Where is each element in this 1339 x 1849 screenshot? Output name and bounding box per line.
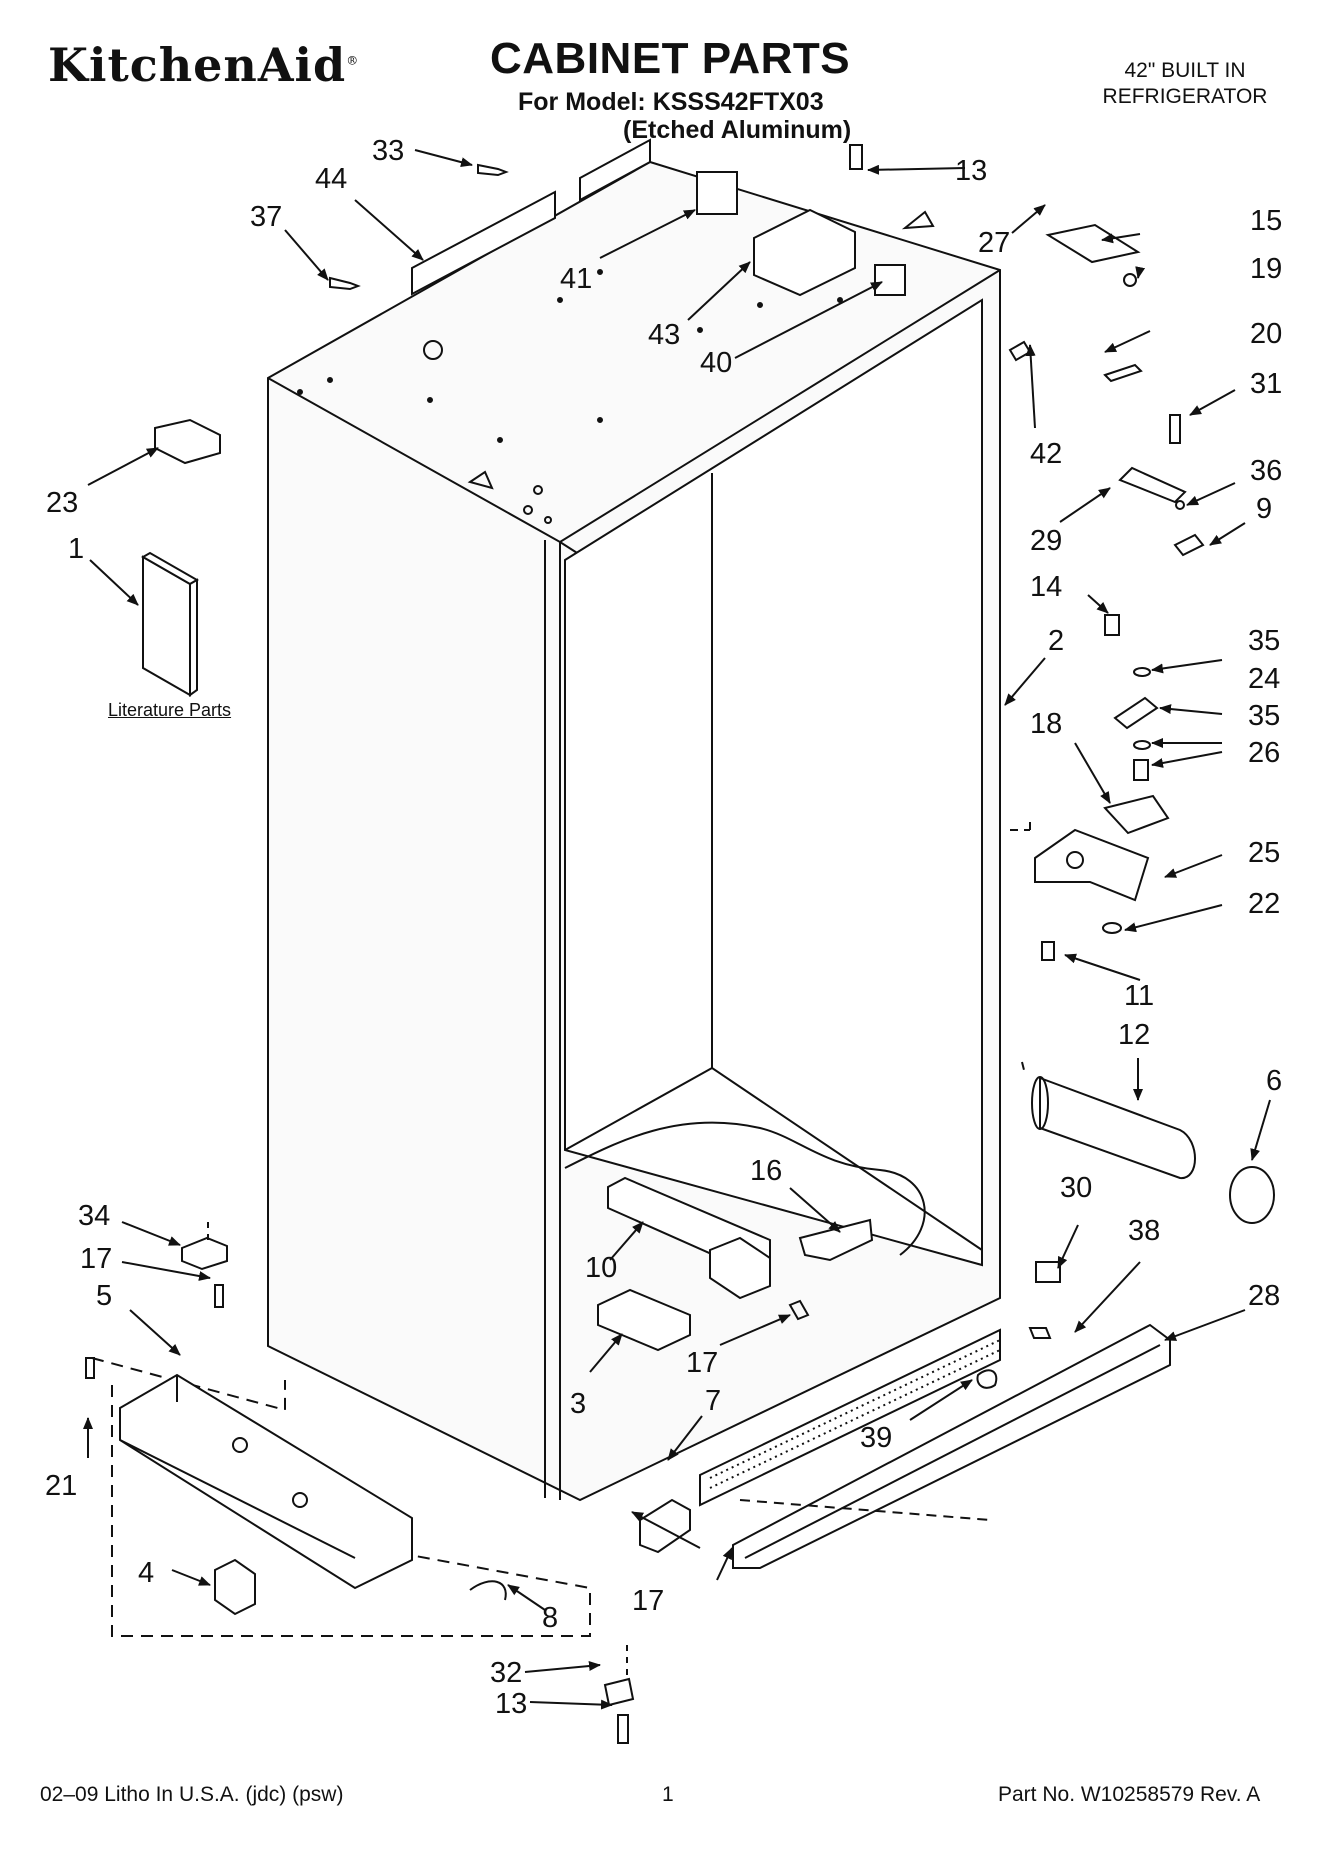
callout-17-a: 17 bbox=[80, 1243, 112, 1275]
callout-15: 15 bbox=[1250, 205, 1282, 237]
callout-9: 9 bbox=[1256, 493, 1272, 525]
water-filter bbox=[1021, 1061, 1275, 1224]
callout-14: 14 bbox=[1030, 571, 1062, 603]
callout-38: 38 bbox=[1128, 1215, 1160, 1247]
callout-1: 1 bbox=[68, 533, 84, 565]
callout-12: 12 bbox=[1118, 1019, 1150, 1051]
callout-29: 29 bbox=[1030, 525, 1062, 557]
callout-4: 4 bbox=[138, 1557, 154, 1589]
callout-39: 39 bbox=[860, 1422, 892, 1454]
brand-name: KitchenAid bbox=[48, 38, 347, 92]
product-line-2: REFRIGERATOR bbox=[1102, 85, 1268, 108]
callout-5: 5 bbox=[96, 1280, 112, 1312]
page-title: CABINET PARTS bbox=[490, 34, 851, 83]
base-assembly bbox=[85, 1220, 635, 1744]
callout-23: 23 bbox=[46, 487, 78, 519]
callout-7: 7 bbox=[705, 1385, 721, 1417]
callout-18: 18 bbox=[1030, 708, 1062, 740]
callout-44: 44 bbox=[315, 163, 347, 195]
callout-25: 25 bbox=[1248, 837, 1280, 869]
callout-8: 8 bbox=[542, 1602, 558, 1634]
footer-page-number: 1 bbox=[662, 1783, 674, 1806]
brand-mark: ® bbox=[346, 53, 360, 68]
brand-logo: KitchenAid® bbox=[48, 38, 359, 92]
literature-parts-booklet bbox=[140, 551, 200, 697]
literature-parts-label: Literature Parts bbox=[108, 700, 232, 720]
callout-28: 28 bbox=[1248, 1280, 1280, 1312]
callout-36: 36 bbox=[1250, 455, 1282, 487]
product-type: 42" BUILT IN REFRIGERATOR bbox=[1095, 58, 1275, 110]
callout-19: 19 bbox=[1250, 253, 1282, 285]
hinge-parts bbox=[1010, 223, 1205, 961]
callout-20: 20 bbox=[1250, 318, 1282, 350]
part-23-bracket bbox=[154, 418, 221, 465]
callout-labels: 33 44 37 41 43 40 13 27 15 19 20 31 42 3… bbox=[45, 135, 1282, 1720]
footer-part-number: Part No. W10258579 Rev. A bbox=[998, 1783, 1261, 1806]
callout-24: 24 bbox=[1248, 663, 1280, 695]
callout-35-b: 35 bbox=[1248, 700, 1280, 732]
finish-line: (Etched Aluminum) bbox=[623, 116, 852, 144]
callout-2: 2 bbox=[1048, 625, 1064, 657]
callout-31: 31 bbox=[1250, 368, 1282, 400]
callout-41: 41 bbox=[560, 263, 592, 295]
callout-16: 16 bbox=[750, 1155, 782, 1187]
cabinet-body bbox=[267, 160, 1001, 1502]
callout-22: 22 bbox=[1248, 888, 1280, 920]
callout-40: 40 bbox=[700, 347, 732, 379]
product-line-1: 42" BUILT IN bbox=[1124, 59, 1246, 82]
callout-11: 11 bbox=[1124, 980, 1154, 1012]
callout-13-bottom: 13 bbox=[495, 1688, 527, 1720]
callout-3: 3 bbox=[570, 1388, 586, 1420]
callout-27: 27 bbox=[978, 227, 1010, 259]
callout-26: 26 bbox=[1248, 737, 1280, 769]
callout-32: 32 bbox=[490, 1657, 522, 1689]
callout-17-b: 17 bbox=[686, 1347, 718, 1379]
callout-43: 43 bbox=[648, 319, 680, 351]
top-mounting-parts bbox=[329, 138, 1032, 362]
callout-10: 10 bbox=[585, 1252, 617, 1284]
callout-42: 42 bbox=[1030, 438, 1062, 470]
floor-parts bbox=[597, 1176, 874, 1352]
callout-30: 30 bbox=[1060, 1172, 1092, 1204]
callout-13-top: 13 bbox=[955, 155, 987, 187]
callout-6: 6 bbox=[1266, 1065, 1282, 1097]
callout-33: 33 bbox=[372, 135, 404, 167]
callout-37: 37 bbox=[250, 201, 282, 233]
callout-21: 21 bbox=[45, 1470, 77, 1502]
callout-34: 34 bbox=[78, 1200, 110, 1232]
model-line: For Model: KSSS42FTX03 bbox=[518, 88, 824, 116]
leader-lines bbox=[83, 149, 1271, 1710]
callout-17-c: 17 bbox=[632, 1585, 664, 1617]
callout-35-a: 35 bbox=[1248, 625, 1280, 657]
grille-and-kickplate bbox=[639, 1261, 1171, 1569]
footer-print-info: 02–09 Litho In U.S.A. (jdc) (psw) bbox=[40, 1783, 344, 1806]
